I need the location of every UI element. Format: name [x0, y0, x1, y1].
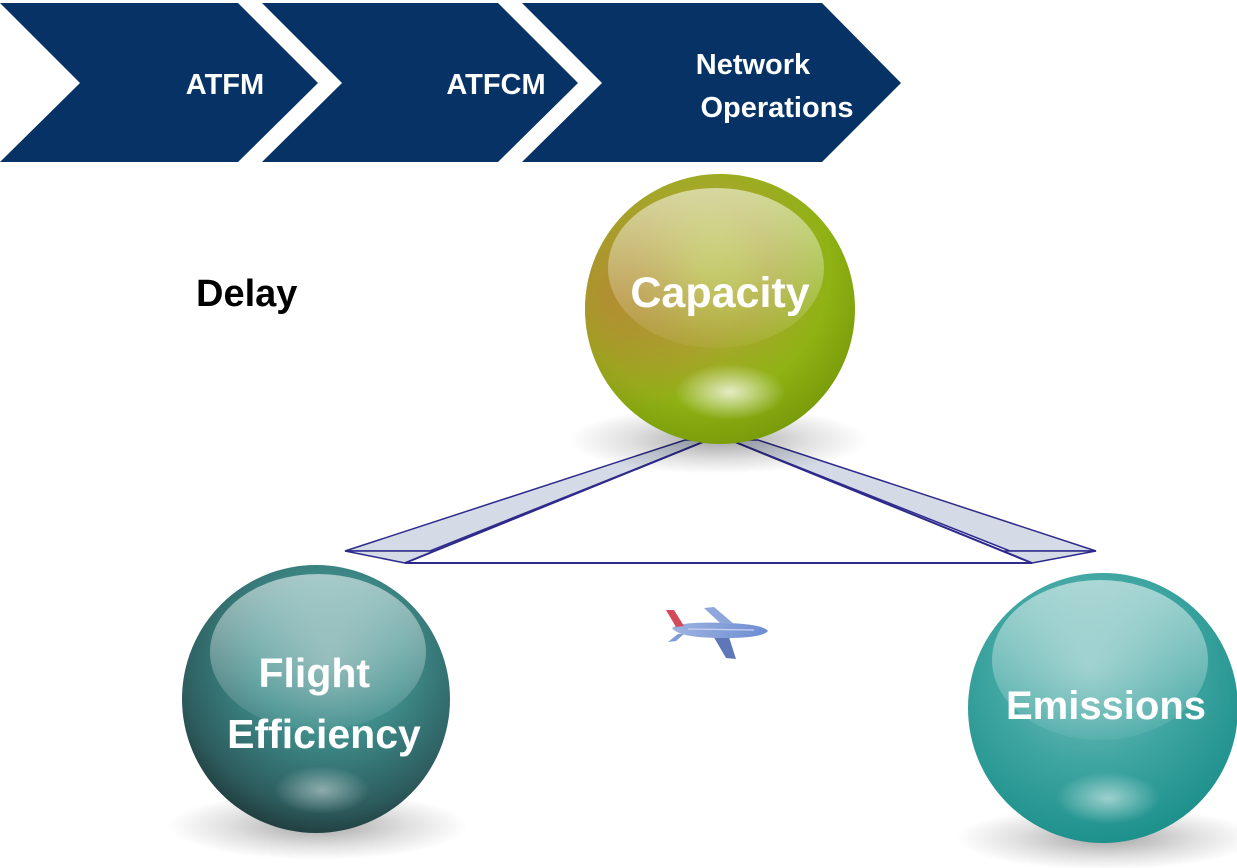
flight-efficiency-sphere-glow	[274, 766, 370, 814]
flight-efficiency-line-2: Efficiency	[227, 711, 421, 757]
balance-beam	[344, 439, 1097, 564]
airplane-icon	[666, 607, 768, 659]
emissions-label: Emissions	[1006, 684, 1206, 728]
chevron-atfcm	[262, 3, 578, 162]
capacity-sphere-gloss	[608, 188, 824, 348]
delay-label: Delay	[196, 273, 297, 315]
chevron-atfm-label: ATFM	[186, 69, 264, 101]
capacity-label: Capacity	[630, 269, 809, 317]
emissions-sphere-glow	[1056, 772, 1160, 824]
capacity-sphere-glow	[675, 364, 785, 420]
chevron-network-operations	[522, 3, 901, 162]
flight-efficiency-sphere: Flight Efficiency	[168, 565, 468, 860]
flight-efficiency-line-1: Flight	[259, 650, 371, 696]
flight-efficiency-label: Flight Efficiency	[227, 650, 421, 757]
chevron-atfm	[0, 3, 318, 162]
flight-efficiency-sphere-gloss	[210, 574, 426, 730]
chevron-network-operations-line-2: Operations	[700, 92, 853, 124]
chevron-atfcm-label: ATFCM	[446, 69, 545, 101]
emissions-sphere-gloss	[992, 580, 1208, 740]
process-chevrons: ATFM ATFCM Network Operations	[0, 3, 901, 162]
capacity-sphere: Capacity	[568, 174, 868, 474]
chevron-network-operations-line-1: Network	[696, 49, 811, 81]
emissions-sphere: Emissions	[956, 573, 1237, 868]
chevron-network-operations-label: Network Operations	[696, 49, 854, 124]
